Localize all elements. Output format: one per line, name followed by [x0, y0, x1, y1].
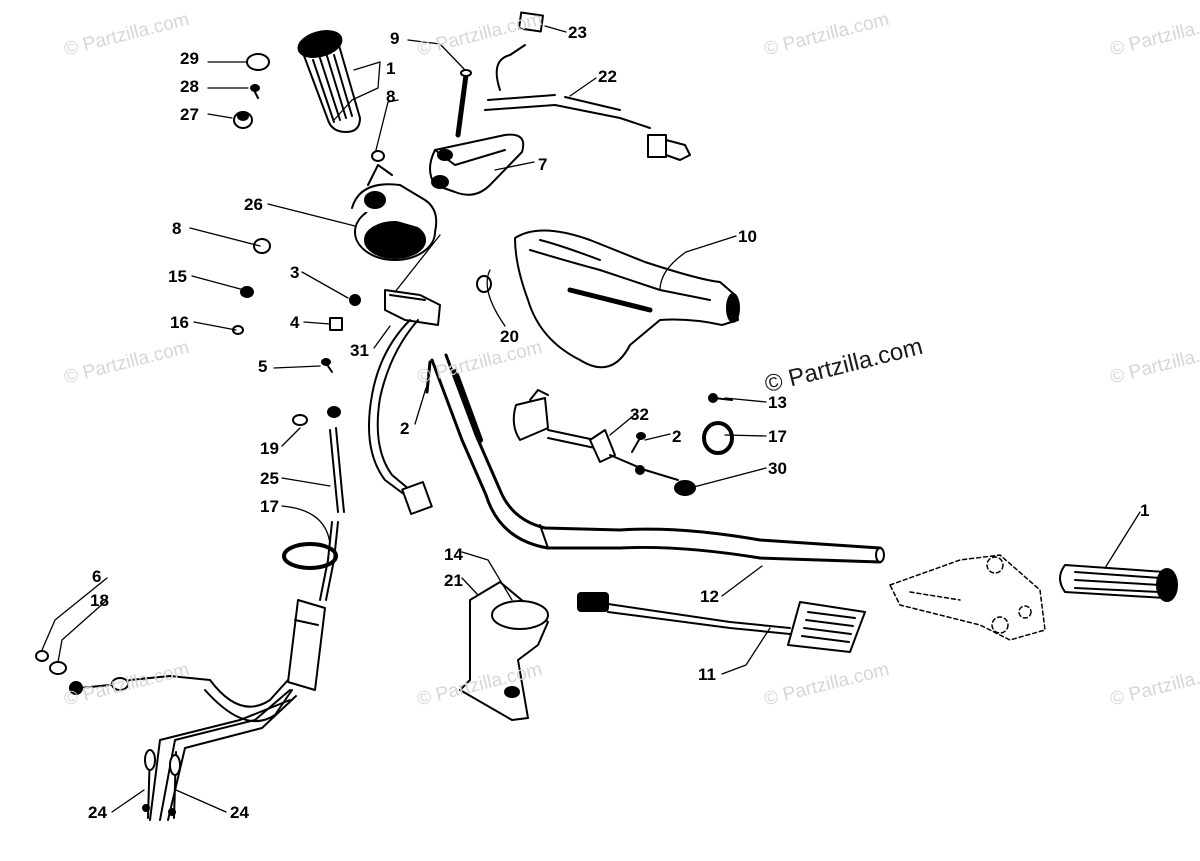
callout-1: 1 [386, 59, 396, 78]
callout-32: 32 [630, 405, 649, 424]
handlebar-part [430, 353, 885, 564]
handlebar-pad-part [514, 229, 740, 369]
callout-8: 8 [386, 87, 396, 106]
callout-20: 20 [500, 327, 519, 346]
small-hardware [232, 150, 734, 455]
callout-26: 26 [244, 195, 263, 214]
callout-27: 27 [180, 105, 199, 124]
callout-4: 4 [290, 313, 300, 332]
callout-15: 15 [168, 267, 187, 286]
callout-19: 19 [260, 439, 279, 458]
callout-11: 11 [698, 665, 716, 684]
callout-31: 31 [350, 341, 369, 360]
callout-9: 9 [390, 29, 400, 48]
callout-25: 25 [260, 469, 279, 488]
callout-1: 1 [1140, 501, 1150, 520]
callout-23: 23 [568, 23, 587, 42]
bracket-14-part [459, 581, 549, 721]
tag-23-part [517, 11, 545, 33]
cap-parts [233, 53, 270, 129]
callout-13: 13 [768, 393, 787, 412]
callout-12: 12 [700, 587, 719, 606]
cable-assembly-part [35, 406, 345, 821]
switch-31-part [367, 289, 441, 515]
callout-3: 3 [290, 263, 300, 282]
callout-24: 24 [88, 803, 107, 822]
left-grip-part [297, 30, 361, 133]
callout-30: 30 [768, 459, 787, 478]
callout-17: 17 [768, 427, 787, 446]
callout-2: 2 [672, 427, 682, 446]
callout-10: 10 [738, 227, 757, 246]
callout-6: 6 [92, 567, 102, 586]
brake-lever-ghost [889, 554, 1046, 641]
callout-28: 28 [180, 77, 199, 96]
leader-lines [41, 25, 1141, 813]
pin-9-part [455, 69, 472, 138]
callout-8: 8 [172, 219, 182, 238]
callout-29: 29 [180, 49, 199, 68]
callout-21: 21 [444, 571, 463, 590]
cable-22-part [484, 44, 691, 161]
callout-18: 18 [90, 591, 109, 610]
switch-32-part [512, 389, 696, 496]
right-grip-part [1059, 564, 1178, 602]
heater-element-part [577, 592, 866, 653]
callout-14: 14 [444, 545, 463, 564]
callout-17: 17 [260, 497, 279, 516]
callout-16: 16 [170, 313, 189, 332]
throttle-lever-part [429, 133, 525, 196]
callout-5: 5 [258, 357, 268, 376]
callout-7: 7 [538, 155, 548, 174]
throttle-housing-part [351, 164, 438, 261]
callout-2: 2 [400, 419, 410, 438]
callout-24: 24 [230, 803, 249, 822]
callout-22: 22 [598, 67, 617, 86]
